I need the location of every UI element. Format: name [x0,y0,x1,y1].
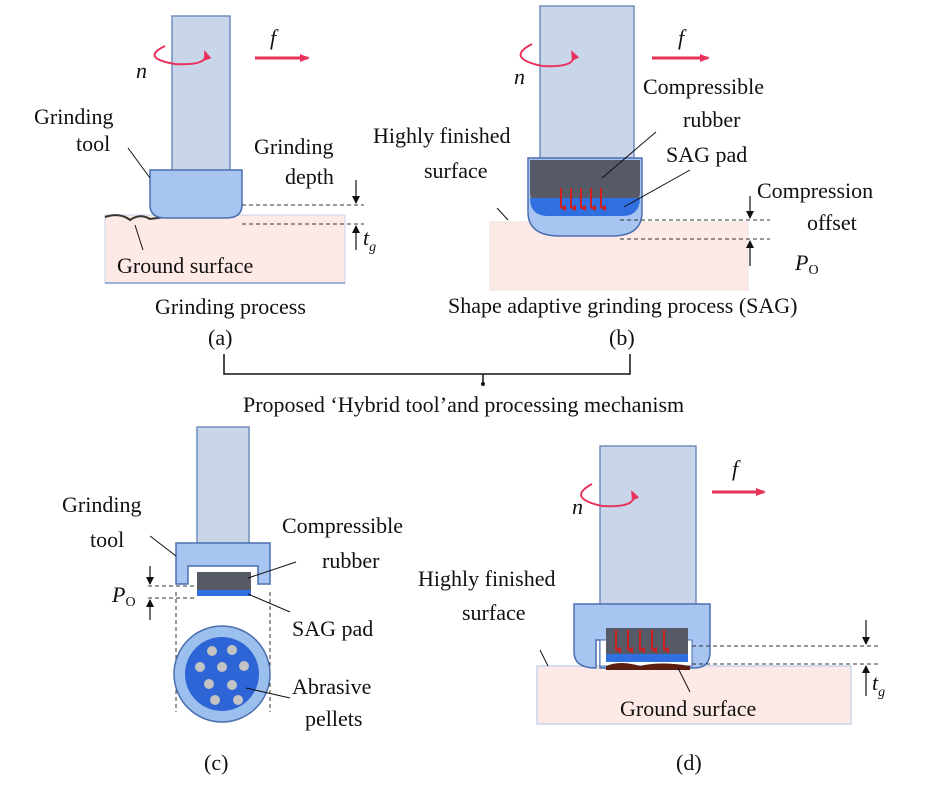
bracket-line [223,354,631,375]
rubber-d [606,628,688,654]
offset-symbol-c-main: P [111,582,125,607]
rotation-arrow-d [580,483,640,508]
rotation-arrow-b [519,43,580,68]
feed-symbol-a: f [270,25,279,50]
surface-label-d-line2: surface [462,600,526,625]
bracket-dot [481,382,485,386]
offset-symbol-b: PO [794,250,819,278]
pellet-dot [227,645,237,655]
leader-surface-b [496,207,509,221]
caption-b: Shape adaptive grinding process (SAG) [448,293,797,318]
leader-ground-a [134,224,144,251]
pellet-dot [207,646,217,656]
depth-symbol-d-sub: g [878,685,885,700]
pellet-dot [227,680,237,690]
leader-ground-d [677,667,691,693]
workpiece-a [104,214,346,284]
surface-label-b-line2: surface [424,158,488,183]
rotation-symbol-a: n [136,58,147,83]
tool-head-a [149,169,243,219]
tool-label-a-line1: Grinding [34,104,113,129]
offset-symbol-c: PO [111,582,136,610]
ground-label-d: Ground surface [620,696,756,721]
offset-label-b-line2: offset [807,210,857,235]
pellets-label-c-line1: Abrasive [292,674,371,699]
pressure-arrows-b [560,188,606,211]
pellet-dot [239,661,249,671]
tool-shank-b [539,5,635,163]
rotation-symbol-d: n [572,494,583,519]
leader-rubber-b [601,131,657,179]
feed-symbol-d: f [732,456,741,481]
panel-a: n f Grinding tool Grinding depth Ground … [34,15,376,350]
sag-pad-b [530,198,640,216]
pad-label-c: SAG pad [292,616,373,641]
pellets-label-c-line2: pellets [305,706,362,731]
tool-head-c [175,542,271,585]
panel-c: Grinding tool Compressible rubber SAG pa… [62,426,403,775]
sag-pad-c [197,590,251,596]
leader-tool-c [149,535,177,557]
offset-symbol-b-main: P [794,250,808,275]
leader-pad-b [623,169,691,208]
contact-zone-d [606,663,690,670]
surface-label-b-line1: Highly finished [373,123,511,148]
leader-surface-d [539,649,549,667]
tag-c: (c) [204,750,228,775]
pellet-dot [210,695,220,705]
rubber-label-b-line1: Compressible [643,74,764,99]
depth-symbol-d: tg [872,670,885,700]
depth-symbol-a-sub: g [369,240,376,255]
tool-label-a-line2: tool [76,131,110,156]
tool-shank-d [599,445,697,607]
pellet-dot [217,662,227,672]
ground-label-a: Ground surface [117,253,253,278]
rubber-c [197,572,251,590]
pellet-dot [195,662,205,672]
tool-label-c-line2: tool [90,527,124,552]
abrasive-pellets-c [195,645,249,705]
pellet-dot [233,695,243,705]
feed-symbol-b: f [678,25,687,50]
caption-a: Grinding process [155,294,306,319]
leader-pad-c [247,593,291,613]
rubber-label-c-line1: Compressible [282,513,403,538]
depth-symbol-d-main: t [872,670,879,695]
pellet-dot [204,679,214,689]
pad-label-b: SAG pad [666,142,747,167]
pressure-arrows-d [615,630,669,653]
pellet-disc-inner-c [185,637,259,711]
tool-shank-c [196,426,250,562]
leader-rubber-c [247,561,297,579]
rotation-symbol-b: n [514,64,525,89]
depth-label-a-line1: Grinding [254,134,333,159]
bracket-label: Proposed ‘Hybrid tool’and processing mec… [243,392,684,417]
tool-label-c-line1: Grinding [62,492,141,517]
depth-label-a-line2: depth [285,164,334,189]
offset-symbol-c-sub: O [125,595,135,610]
depth-symbol-a: tg [363,225,376,255]
connector-bracket: Proposed ‘Hybrid tool’and processing mec… [223,354,684,417]
rubber-b [530,160,640,206]
rubber-label-c-line2: rubber [322,548,380,573]
panel-d: n f Highly finished surface Ground surfa… [418,445,885,775]
sag-pad-d [606,654,688,662]
offset-symbol-b-sub: O [808,263,818,278]
offset-label-b-line1: Compression [757,178,873,203]
leader-tool-a [127,147,151,179]
rubber-label-b-line2: rubber [683,107,741,132]
panel-b: n f Highly finished surface Compressible… [373,5,873,350]
tag-a: (a) [208,325,232,350]
tool-shank-a [171,15,231,189]
rotation-arrow-a [153,45,212,66]
depth-symbol-a-main: t [363,225,370,250]
tag-b: (b) [609,325,635,350]
surface-label-d-line1: Highly finished [418,566,556,591]
ground-surface-profile-a [104,214,166,222]
tag-d: (d) [676,750,702,775]
leader-pellets-c [245,687,291,699]
